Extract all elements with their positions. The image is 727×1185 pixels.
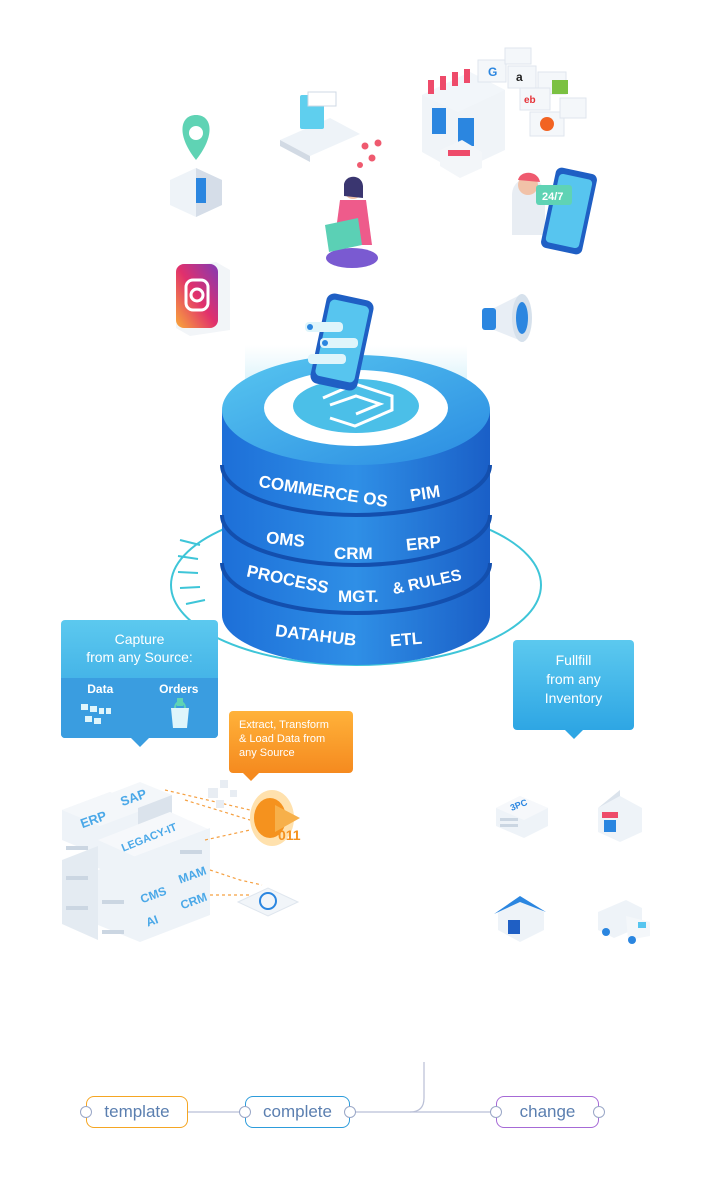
- capture-title: Capture from any Source:: [86, 631, 193, 665]
- step-node-left: [239, 1106, 251, 1118]
- shop-icon: [598, 790, 642, 842]
- pipeline-step-label: complete: [263, 1102, 332, 1121]
- etl-note-line-1: Extract, Transform: [239, 719, 329, 731]
- svg-text:G: G: [488, 65, 497, 79]
- step-node-left: [490, 1106, 502, 1118]
- support-phone-icon: 24/7: [512, 167, 597, 255]
- server-block-sap: [106, 782, 172, 828]
- hearts-icon: [357, 139, 382, 168]
- etl-note-callout: Extract, Transform & Load Data from any …: [229, 711, 353, 781]
- warehouse-3pc-icon: [496, 796, 548, 838]
- etl-connectors: [164, 789, 263, 896]
- pipeline-step-complete[interactable]: complete: [239, 1096, 356, 1128]
- source-systems-cluster: [62, 782, 263, 942]
- capture-callout: Capture from any Source: Data Orders: [61, 620, 218, 747]
- layer-separators: [220, 464, 492, 615]
- pipeline-step-change[interactable]: change: [490, 1096, 605, 1128]
- step-node-right: [344, 1106, 356, 1118]
- server-block-lower: [62, 828, 210, 942]
- fulfill-callout: Fullfill from any Inventory: [513, 640, 634, 739]
- payment-terminal-icon: [280, 91, 360, 162]
- capture-data-label: Data: [87, 682, 114, 696]
- instagram-icon: [176, 262, 230, 336]
- step-node-left: [80, 1106, 92, 1118]
- logo-inner: [293, 379, 419, 433]
- megaphone-icon: [482, 294, 532, 342]
- etl-funnel-icon: 011: [208, 780, 301, 846]
- svg-text:011: 011: [278, 827, 301, 843]
- pipeline-connectors: [188, 1062, 496, 1113]
- storefronts-icon: [422, 69, 505, 178]
- capture-options: Data Orders: [61, 678, 218, 747]
- marketplace-logos-icon: G a eb: [477, 47, 587, 137]
- person-with-laptop-icon: [325, 176, 378, 268]
- fulfill-line-3: Inventory: [544, 690, 603, 706]
- data-blocks-icon: [81, 704, 111, 724]
- etl-note-line-2: & Load Data from: [239, 733, 326, 745]
- shopping-bag-icon: [171, 698, 189, 728]
- app-badge-text: 24/7: [542, 191, 563, 203]
- sync-pad-icon: [236, 887, 300, 917]
- pipeline-step-label: change: [519, 1102, 576, 1121]
- smartphone-icon: [305, 293, 374, 391]
- fulfill-line-1: Fullfill: [555, 652, 592, 668]
- cylinder-body: [222, 410, 490, 665]
- capture-orders-label: Orders: [159, 682, 199, 696]
- svg-text:a: a: [516, 70, 523, 84]
- orbit-ticks: [177, 539, 206, 605]
- pipeline-step-label: template: [104, 1102, 170, 1121]
- location-pin-icon: [170, 115, 222, 217]
- step-node-right: [593, 1106, 605, 1118]
- pipeline-step-template[interactable]: template: [80, 1096, 188, 1128]
- house-icon: [494, 896, 546, 942]
- fulfill-line-2: from any: [546, 671, 601, 687]
- svg-text:eb: eb: [524, 95, 536, 106]
- etl-note-line-3: any Source: [239, 747, 295, 759]
- delivery-truck-icon: [598, 900, 650, 944]
